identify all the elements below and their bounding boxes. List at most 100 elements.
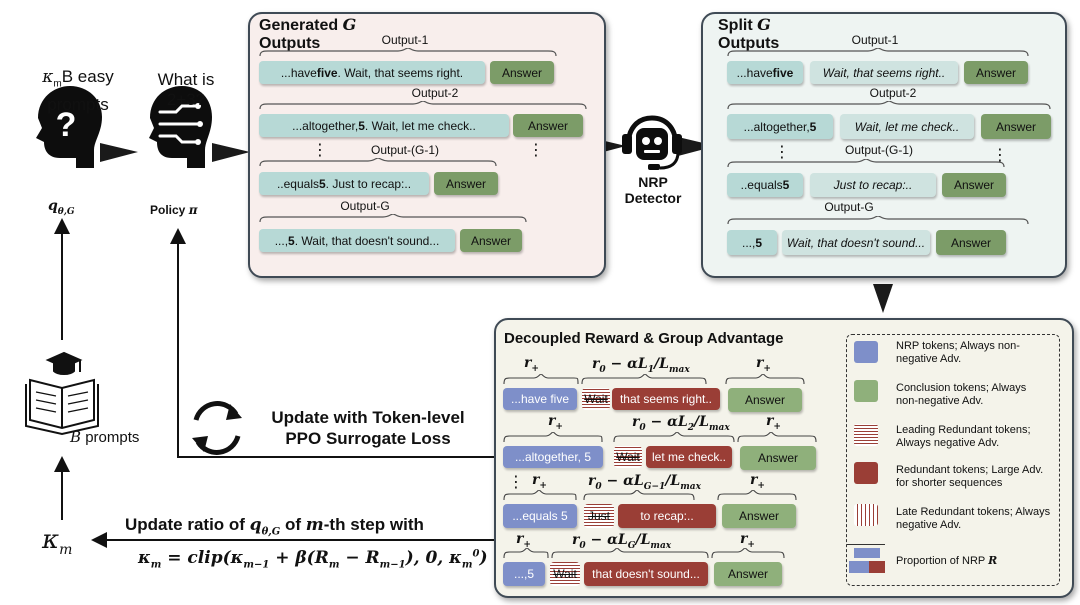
- r-plus-label: r+: [750, 472, 765, 491]
- split-output-label: Output-1: [851, 33, 899, 47]
- proportion-legend-bar: [849, 561, 885, 573]
- brace: [727, 216, 1029, 225]
- split-answer-chip: Answer: [942, 173, 1006, 197]
- split-redundant-chip: Wait, that seems right..: [810, 61, 958, 84]
- gen-output-label: Output-(G-1): [370, 143, 439, 157]
- split-output-label: Output-2: [869, 86, 917, 100]
- r-plus-label: r+: [524, 355, 539, 374]
- redundant-legend-swatch: [854, 462, 878, 484]
- gen-answer-chip: Answer: [460, 229, 522, 252]
- split-redundant-chip: Just to recap:..: [810, 173, 936, 197]
- ellipsis: ⋮: [312, 142, 328, 159]
- gen-output-text: ...,5. Wait, that doesn't sound...: [259, 229, 455, 252]
- conclusion-chip: Answer: [740, 446, 816, 470]
- redundant-reward-formula: r0 − αLG/Lmax: [572, 532, 672, 551]
- redundant-reward-formula: r0 − αL1/Lmax: [592, 356, 690, 375]
- gen-output-text: ..equals 5. Just to recap:..: [259, 172, 429, 195]
- nrp-detector-label: NRP Detector: [624, 174, 682, 206]
- brace: [727, 101, 1051, 110]
- nrp-token-chip: ...equals 5: [503, 504, 577, 528]
- nrp-token-chip: ...altogether, 5: [503, 446, 603, 468]
- conclusion-legend-swatch: [854, 380, 878, 402]
- brace: [259, 214, 527, 223]
- r-plus-label: r+: [532, 472, 547, 491]
- redundant-reward-formula: r0 − αLG−1/Lmax: [588, 473, 701, 492]
- legend-divider: [847, 544, 885, 545]
- leading-redundant-chip: Just: [584, 504, 614, 528]
- nrp-token-chip: ...have five: [503, 388, 577, 410]
- ellipsis: ⋮: [528, 142, 544, 159]
- easy-prompts-label: κmB easy prompts: [42, 67, 114, 115]
- gen-output-text: ...altogether, 5. Wait, let me check..: [259, 114, 509, 137]
- arrow-policy-to-generated: [212, 143, 250, 162]
- kappa-update-formula: κm = clip(κm−1 + β(Rm − Rm−1), 0, κm0): [138, 548, 488, 571]
- legend-text: Conclusion tokens; Always non-negative A…: [896, 382, 1027, 407]
- legend-text: Proportion of NRP R: [896, 554, 998, 567]
- b-prompts-label: B prompts: [70, 428, 140, 446]
- split-answer-chip: Answer: [964, 61, 1028, 84]
- brace: [259, 101, 587, 110]
- gen-output-label: Output-1: [381, 33, 429, 47]
- arrow-nrp-to-split: [678, 137, 716, 156]
- conclusion-chip: Answer: [722, 504, 796, 528]
- late-redundant-legend-swatch: [854, 504, 878, 526]
- legend-box: [846, 334, 1060, 586]
- conclusion-chip: Answer: [714, 562, 782, 586]
- leading-redundant-chip: Wait: [582, 388, 610, 410]
- r-plus-label: r+: [516, 531, 531, 550]
- nrp-legend-swatch: [854, 341, 878, 363]
- legend-text: Late Redundant tokens; Always negative A…: [896, 506, 1051, 531]
- split-redundant-chip: Wait, let me check..: [840, 114, 974, 139]
- arrow-split-to-decoupled: [873, 284, 893, 313]
- split-nrp-chip: ...have five: [727, 61, 803, 84]
- nrp-robot-icon: [622, 115, 682, 170]
- redundant-token-chip: that seems right..: [612, 388, 720, 410]
- split-nrp-chip: ...altogether, 5: [727, 114, 833, 139]
- legend-text: Leading Redundant tokens; Always negativ…: [896, 424, 1031, 449]
- legend-text: NRP tokens; Always non-negative Adv.: [896, 340, 1020, 365]
- nrp-token-chip: ...,5: [503, 562, 545, 586]
- brace-row: [503, 374, 805, 385]
- q-theta-label: qθ,G: [48, 198, 75, 217]
- r-plus-label: r+: [766, 413, 781, 432]
- ellipsis: ⋮: [992, 147, 1008, 164]
- split-output-label: Output-(G-1): [844, 143, 913, 157]
- split-answer-chip: Answer: [981, 114, 1051, 139]
- brace: [727, 48, 1029, 57]
- brace: [727, 159, 1005, 168]
- leading-redundant-legend-swatch: [854, 424, 878, 446]
- legend-text: Redundant tokens; Large Adv. for shorter…: [896, 464, 1044, 489]
- r-plus-label: r+: [548, 413, 563, 432]
- arrow-update-policy: [170, 228, 497, 458]
- split-nrp-chip: ..equals 5: [727, 173, 803, 197]
- gen-output-text: ...have five. Wait, that seems right.: [259, 61, 485, 84]
- split-nrp-chip: ...,5: [727, 230, 777, 255]
- ai-head-icon: [149, 86, 212, 168]
- brace: [259, 158, 497, 167]
- gen-output-label: Output-G: [340, 199, 390, 213]
- r-plus-label: r+: [740, 531, 755, 550]
- brace-row: [503, 490, 797, 501]
- gen-output-label: Output-2: [411, 86, 459, 100]
- r-plus-label: r+: [756, 355, 771, 374]
- leading-redundant-chip: Wait: [550, 562, 580, 586]
- gen-answer-chip: Answer: [490, 61, 554, 84]
- question-head-icon: ?: [36, 86, 102, 168]
- arrow-prompts-to-policy: [100, 143, 138, 162]
- policy-label: Policy π: [150, 203, 198, 217]
- update-token-text: Update with Token-level PPO Surrogate Lo…: [271, 408, 465, 448]
- kappa-m-label: κm: [42, 525, 73, 559]
- ellipsis: ⋮: [774, 144, 790, 161]
- question-text: What is 2+3?: [157, 70, 215, 109]
- brace-row: [503, 432, 817, 443]
- conclusion-chip: Answer: [728, 388, 802, 412]
- redundant-token-chip: that doesn't sound...: [584, 562, 708, 586]
- update-ratio-text: Update ratio of qθ,G of m-th step with: [125, 515, 424, 538]
- brace-row: [503, 548, 785, 559]
- split-answer-chip: Answer: [936, 230, 1006, 255]
- ellipsis: ⋮: [508, 474, 524, 491]
- decoupled-title: Decoupled Reward & Group Advantage: [504, 330, 784, 347]
- brace: [259, 48, 557, 57]
- split-output-label: Output-G: [824, 200, 874, 214]
